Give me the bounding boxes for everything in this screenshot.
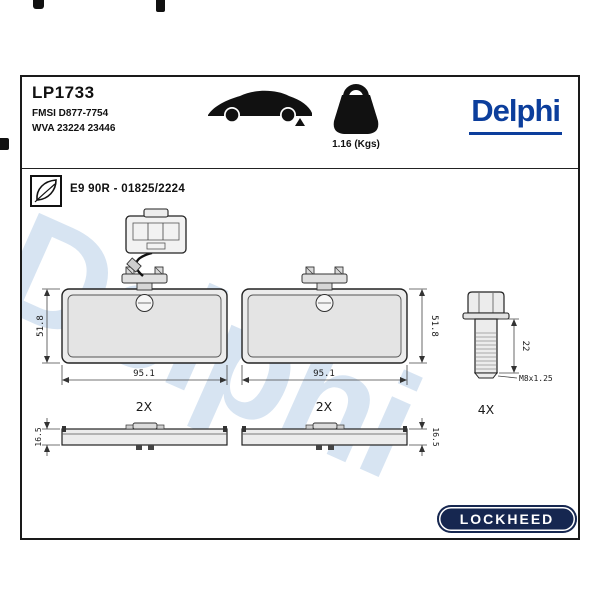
fmsi-code: FMSI D877-7754	[32, 108, 109, 119]
dim-pad-thickness-right: 16.5	[409, 418, 440, 456]
car-silhouette-icon	[202, 85, 317, 127]
brake-pad-side-right	[241, 422, 408, 450]
leaf-icon	[30, 175, 62, 207]
registration-mark	[33, 0, 44, 9]
pad-height-label: 51.8	[429, 315, 439, 337]
kettlebell-weight-icon	[325, 81, 387, 139]
dim-pad-height-left: 51.8	[36, 288, 60, 364]
registration-mark	[0, 138, 9, 150]
dim-pad-thickness-left: 16.5	[34, 418, 60, 456]
brake-pad-side-left	[61, 422, 228, 450]
pad-thickness-label: 16.5	[431, 427, 440, 446]
delphi-logo: Delphi	[469, 93, 562, 135]
wear-sensor-connector	[125, 208, 187, 277]
bolt-drawing	[462, 291, 510, 379]
wva-code: WVA 23224 23446	[32, 123, 116, 134]
bolt-length-label: 22	[520, 341, 530, 352]
pad-quantity-label: 2X	[136, 399, 153, 414]
pad-thickness-label: 16.5	[34, 427, 43, 446]
pad-height-label: 51.8	[36, 315, 46, 337]
homologation-code: E9 90R - 01825/2224	[70, 183, 186, 195]
lockheed-logo-text: LOCKHEED	[459, 511, 555, 527]
part-number: LP1733	[32, 83, 95, 102]
pad-width-label: 95.1	[313, 369, 335, 379]
lockheed-logo: LOCKHEED	[437, 505, 577, 533]
brake-pad-front-right	[241, 266, 408, 364]
pad-width-label: 95.1	[133, 369, 155, 379]
bolt-quantity-label: 4X	[478, 402, 495, 417]
header-divider	[22, 168, 578, 169]
pad-quantity-label: 2X	[316, 399, 333, 414]
dim-bolt-length: 22 M8x1.25 4X	[478, 318, 553, 417]
dim-pad-width-right: 95.1 2X	[241, 365, 408, 414]
sheet-border: Delphi LP1733 FMSI D877-7754 WVA 23224 2…	[20, 75, 580, 540]
dim-pad-height-right: 51.8	[409, 288, 439, 364]
dim-pad-width-left: 95.1 2X	[61, 365, 228, 414]
technical-drawing: 51.8 51.8 95.1 2X	[34, 208, 553, 456]
bolt-thread-label: M8x1.25	[519, 374, 553, 383]
weight-value: 1.16 (Kgs)	[332, 139, 380, 150]
brake-pad-front-left	[61, 266, 228, 364]
registration-mark	[156, 0, 165, 12]
